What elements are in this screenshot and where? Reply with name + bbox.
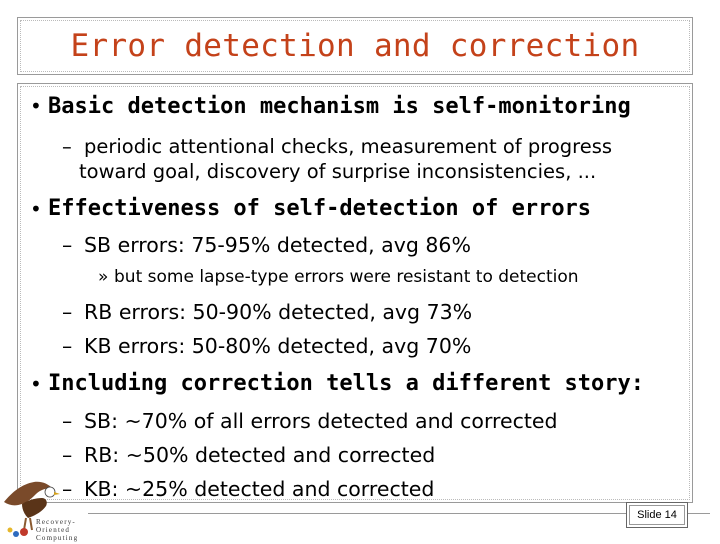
title-frame: Error detection and correction	[17, 17, 693, 75]
dash-icon: –	[62, 135, 72, 158]
footer-rule	[88, 513, 710, 514]
sub-bullet-3-2: RB: ~50% detected and corrected	[84, 443, 436, 467]
sub-bullet-2-3: KB errors: 50-80% detected, avg 70%	[84, 334, 472, 358]
bullet-2: Effectiveness of self-detection of error…	[48, 196, 592, 221]
sub-bullet-1-1: periodic attentional checks, measurement…	[84, 135, 613, 158]
slide-number-box: Slide 14	[626, 502, 688, 528]
sub-bullet-3-3: KB: ~25% detected and corrected	[84, 477, 435, 501]
content-frame	[17, 83, 693, 503]
bullet-dot-icon: •	[30, 94, 42, 118]
bullet-dot-icon: •	[30, 197, 42, 221]
roc-logo: Recovery- Oriented Computing	[2, 474, 84, 542]
sub-bullet-2-1: SB errors: 75-95% detected, avg 86%	[84, 233, 471, 257]
eagle-icon	[4, 481, 60, 537]
bullet-1: Basic detection mechanism is self-monito…	[48, 94, 631, 119]
sub-sub-bullet-2-1-1: but some lapse-type errors were resistan…	[114, 267, 579, 287]
dash-icon: –	[62, 334, 73, 358]
bullet-dot-icon: •	[30, 372, 42, 396]
sub-bullet-1-1-cont: toward goal, discovery of surprise incon…	[79, 160, 597, 183]
dash-icon: –	[62, 443, 73, 467]
slide-number: Slide 14	[637, 509, 677, 521]
dash-icon: –	[62, 477, 73, 501]
logo-text-3: Computing	[36, 534, 79, 542]
dash-icon: –	[62, 300, 73, 324]
logo-text-1: Recovery-	[36, 518, 76, 526]
slide-title: Error detection and correction	[70, 28, 640, 64]
chevron-right-icon: »	[98, 267, 109, 287]
sub-bullet-3-1: SB: ~70% of all errors detected and corr…	[84, 409, 558, 433]
dash-icon: –	[62, 233, 73, 257]
sub-bullet-2-2: RB errors: 50-90% detected, avg 73%	[84, 300, 473, 324]
logo-text-2: Oriented	[36, 526, 71, 534]
dash-icon: –	[62, 409, 73, 433]
bullet-3: Including correction tells a different s…	[48, 371, 645, 396]
